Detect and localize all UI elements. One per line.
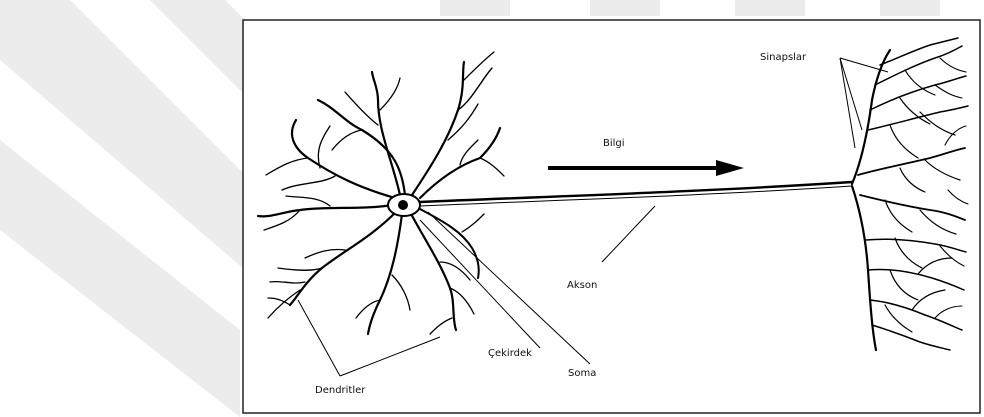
dendrites-label: Dendritler xyxy=(315,385,366,396)
axon-label: Akson xyxy=(567,280,597,291)
diagram-frame xyxy=(243,20,980,413)
nucleus-label: Çekirdek xyxy=(488,348,532,359)
synapses-label: Sinapslar xyxy=(760,52,807,63)
nucleus-shape xyxy=(398,200,408,210)
information-label: Bilgi xyxy=(603,138,625,149)
soma-label: Soma xyxy=(568,368,596,379)
